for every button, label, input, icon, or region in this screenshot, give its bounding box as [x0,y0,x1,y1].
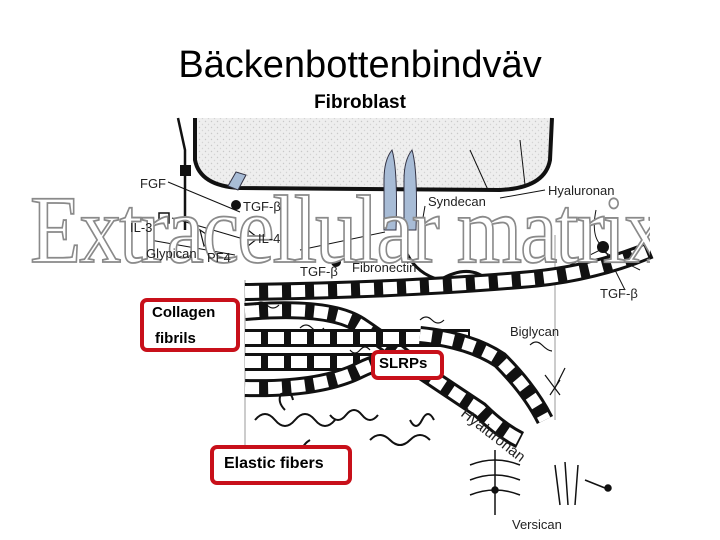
tgf-beta-label-2: TGF-β [300,264,338,279]
slrps-label: SLRPs [379,355,428,372]
tgf-beta-label-3: TGF-β [600,286,638,301]
tgf-beta-marker [331,257,341,267]
elastic-fibers-label: Elastic fibers [224,455,324,472]
glypican-label: Glypican [146,246,197,261]
elastic-fibers-box [210,445,352,485]
versican-cluster [469,450,612,515]
pf4-marker [247,228,259,248]
il4-label: IL-4 [258,231,281,246]
syndecan-receptor [403,148,417,231]
versican-label: Versican [512,517,562,532]
fgf-marker [180,165,191,176]
fibrils-label: fibrils [155,330,196,347]
fibronectin-label: Fibronectin [352,260,417,275]
il3-label: IL-3 [130,220,153,235]
tgf-beta-marker [231,200,241,210]
collagen-label: Collagen [152,304,216,321]
connector-lines [149,139,641,291]
slrp-curls [254,301,566,396]
fibroblast-label: Fibroblast [314,92,406,113]
il4-marker [199,228,213,248]
fibroblast-cell [195,118,552,190]
syndecan-label: Syndecan [428,194,486,209]
fgf-label: FGF [140,176,166,191]
cell-membrane [193,117,554,193]
glypican-receptor [227,171,247,191]
page-title: Bäckenbottenbindväv [178,44,542,86]
hyaluronan-label: Hyaluronan [548,183,615,198]
extracellular-matrix-watermark: Extracellular matrix [30,178,650,278]
tgf-beta-label: TGF-β [243,199,281,214]
biglycan-label: Biglycan [510,324,560,339]
collagen-fibrils-box [140,298,240,352]
cell-edge [176,117,187,230]
syndecan-receptor [383,148,397,231]
pf4-label: PF4 [207,250,231,265]
il3-marker [158,212,170,224]
slrps-box [371,350,444,380]
